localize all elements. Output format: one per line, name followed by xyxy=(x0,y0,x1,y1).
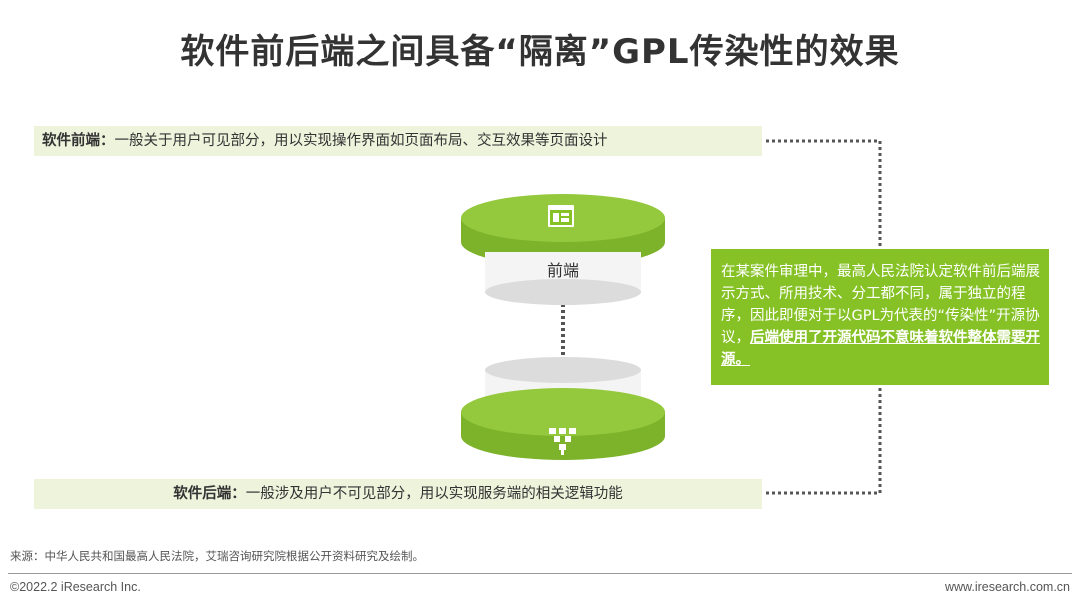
backend-band-label: 软件后端： xyxy=(173,486,246,502)
frontend-label: 前端 xyxy=(547,261,579,280)
frontend-gray-cylinder xyxy=(485,252,641,305)
source-note: 来源：中华人民共和国最高人民法院，艾瑞咨询研究院根据公开资料研究及绘制。 xyxy=(10,549,424,563)
browser-window-icon xyxy=(548,205,574,227)
callout-normal-text: 在某案件审理中，最高人民法院认定软件前后端展示方式、所用技术、分工都不同，属于独… xyxy=(721,264,1040,346)
backend-green-disc xyxy=(461,388,665,460)
callout-bold-text: 后端使用了开源代码不意味着软件整体需要开源。 xyxy=(721,330,1040,368)
frontend-connector-line xyxy=(766,139,882,249)
network-hierarchy-icon xyxy=(549,428,576,455)
backend-band-text: 一般涉及用户不可见部分，用以实现服务端的相关逻辑功能 xyxy=(245,486,623,502)
footer-divider xyxy=(8,573,1072,574)
frontend-description-band: 软件前端：一般关于用户可见部分，用以实现操作界面如页面布局、交互效果等页面设计 xyxy=(34,126,762,156)
frontend-band-text: 一般关于用户可见部分，用以实现操作界面如页面布局、交互效果等页面设计 xyxy=(114,133,608,149)
backend-description-band: 软件后端：一般涉及用户不可见部分，用以实现服务端的相关逻辑功能 xyxy=(34,479,762,509)
court-ruling-callout: 在某案件审理中，最高人民法院认定软件前后端展示方式、所用技术、分工都不同，属于独… xyxy=(711,249,1049,385)
frontend-band-label: 软件前端： xyxy=(42,133,115,149)
page-title: 软件前后端之间具备“隔离”GPL传染性的效果 xyxy=(180,32,900,72)
connector-lines xyxy=(561,139,882,495)
copyright-text: ©2022.2 iResearch Inc. xyxy=(10,580,141,594)
backend-connector-line xyxy=(766,386,882,495)
website-link[interactable]: www.iresearch.com.cn xyxy=(944,580,1070,594)
